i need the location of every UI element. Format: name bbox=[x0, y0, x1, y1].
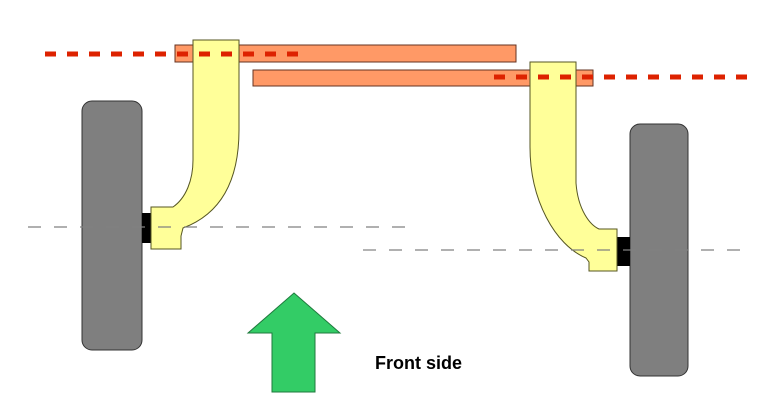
right-knuckle bbox=[529, 61, 618, 272]
front-side-label: Front side bbox=[375, 353, 463, 373]
left-knuckle bbox=[150, 39, 240, 250]
front-direction-arrow-icon bbox=[246, 292, 342, 393]
left-wheel bbox=[81, 100, 143, 351]
right-hub bbox=[617, 237, 630, 266]
left-hub bbox=[142, 213, 151, 243]
upper-tie-rod bbox=[174, 44, 517, 63]
